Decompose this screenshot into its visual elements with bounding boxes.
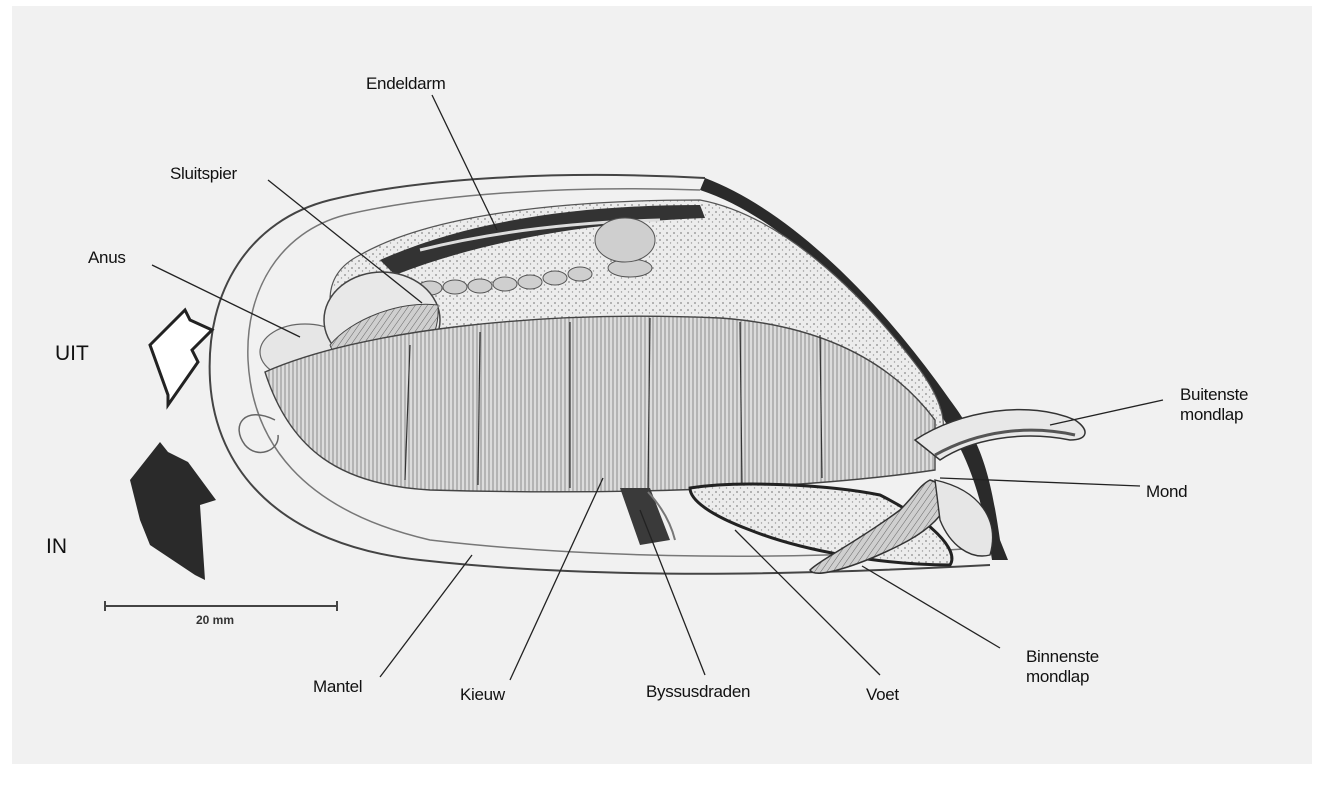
label-anus: Anus: [88, 248, 126, 268]
label-buitenste-mondlap: Buitenste mondlap: [1180, 385, 1248, 425]
label-sluitspier: Sluitspier: [170, 164, 237, 184]
label-kieuw: Kieuw: [460, 685, 505, 705]
label-binnenste-mondlap: Binnenste mondlap: [1026, 647, 1099, 687]
label-endeldarm: Endeldarm: [366, 74, 446, 94]
label-byssusdraden: Byssusdraden: [646, 682, 750, 702]
scale-bar-label: 20 mm: [196, 613, 234, 627]
label-voet: Voet: [866, 685, 899, 705]
gill: [265, 316, 935, 492]
label-mond: Mond: [1146, 482, 1187, 502]
label-mantel: Mantel: [313, 677, 362, 697]
label-uit: UIT: [55, 342, 89, 366]
label-in: IN: [46, 535, 67, 559]
